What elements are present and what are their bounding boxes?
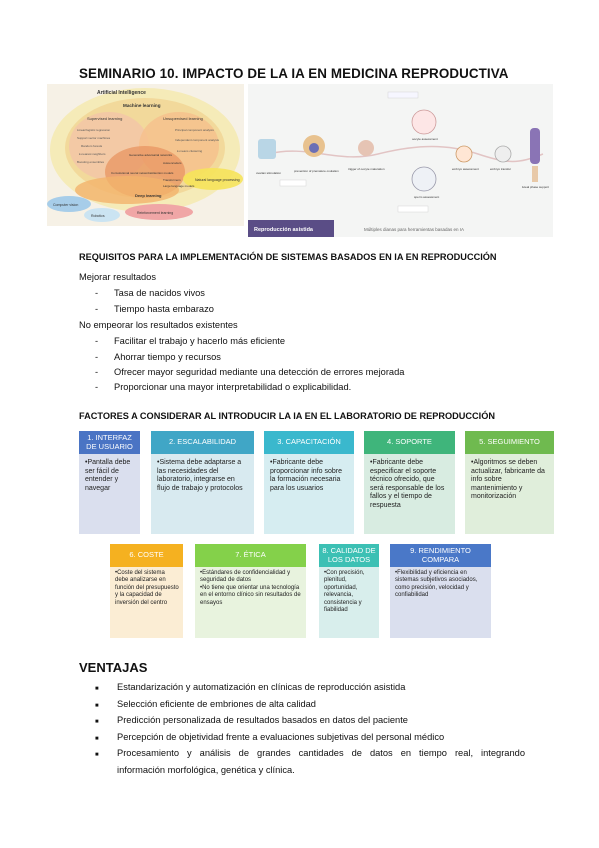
- venn-item: Attention models: [151, 171, 174, 175]
- venn-item: Large language models: [163, 184, 195, 188]
- venn-label-ai: Artificial Intelligence: [97, 90, 146, 96]
- venn-label-supervised: Supervised learning: [87, 116, 122, 121]
- factor-card-title: 6. COSTE: [110, 544, 183, 567]
- dash-marker: -: [95, 367, 99, 377]
- ai-venn-diagram-figure: Artificial Intelligence Machine learning…: [47, 84, 244, 226]
- advantage-text: Percepción de objetividad frente a evalu…: [117, 731, 445, 742]
- dash-marker: -: [95, 352, 99, 362]
- bullet-square-icon: ■: [95, 686, 99, 692]
- workflow-step: sperm assessment: [414, 195, 439, 199]
- requirements-item: Tiempo hasta embarazo: [114, 304, 214, 314]
- factor-card-capacitacion: 3. CAPACITACIÓN •Fabricante debe proporc…: [264, 431, 354, 534]
- workflow-step: ovarian stimulation: [256, 171, 281, 175]
- dash-marker: -: [95, 304, 99, 314]
- list-item: ■ Predicción personalizada de resultados …: [95, 713, 525, 730]
- list-item: ■ Percepción de objetividad frente a eval…: [95, 730, 525, 747]
- list-item-continuation: información morfológica, genética y clín…: [95, 763, 525, 778]
- venn-item: Transformers: [163, 178, 181, 182]
- advantage-text: Predicción personalizada de resultados b…: [117, 715, 408, 726]
- requirements-item: Tasa de nacidos vivos: [114, 288, 205, 298]
- factor-card-title: 9. RENDIMIENTO COMPARA: [390, 544, 491, 567]
- bullet-square-icon: ■: [95, 719, 99, 726]
- factor-card-seguimiento: 5. SEGUIMIENTO •Algoritmos se deben actu…: [465, 431, 554, 534]
- factor-card-rendimiento: 9. RENDIMIENTO COMPARA •Flexibilidad y e…: [390, 544, 491, 638]
- venn-item: Linear/logistic regression: [77, 128, 111, 132]
- bullet-square-icon: ■: [95, 752, 99, 759]
- factor-card-soporte: 4. SOPORTE •Fabricante debe especificar …: [364, 431, 455, 534]
- venn-item: Principal component analysis: [175, 128, 214, 132]
- venn-label-unsupervised: Unsupervised learning: [163, 116, 203, 121]
- requirements-item: Proporcionar una mayor interpretabilidad…: [114, 382, 352, 392]
- factor-card-body: •Fabricante debe proporcionar info sobre…: [270, 459, 342, 492]
- venn-item: Independent component analysis: [175, 138, 220, 142]
- venn-label-nlp: Natural language processing: [195, 178, 240, 182]
- venn-item: k-means clustering: [177, 149, 203, 153]
- advantage-text: Estandarización y automatización en clín…: [117, 682, 406, 692]
- requirements-item: Ofrecer mayor seguridad mediante una det…: [114, 367, 405, 377]
- factor-card-title: 3. CAPACITACIÓN: [264, 431, 354, 454]
- workflow-step: oocyte assessment: [412, 137, 438, 141]
- factors-heading: FACTORES A CONSIDERAR AL INTRODUCIR LA I…: [79, 411, 496, 421]
- factor-card-title: 1. INTERFAZ DE USUARIO: [79, 431, 140, 454]
- venn-item: Boosting ensembles: [77, 160, 105, 164]
- advantages-list: ■ Estandarización y automatización en clí…: [95, 680, 525, 778]
- factor-card-escalabilidad: 2. ESCALABILIDAD •Sistema debe adaptarse…: [151, 431, 254, 534]
- factor-card-coste: 6. COSTE •Coste del sistema debe analiza…: [110, 544, 183, 638]
- requirements-heading: REQUISITOS PARA LA IMPLEMENTACIÓN DE SIS…: [79, 252, 497, 262]
- page-title: SEMINARIO 10. IMPACTO DE LA IA EN MEDICI…: [79, 66, 509, 81]
- factor-card-title: 5. SEGUIMIENTO: [465, 431, 554, 454]
- workflow-step: luteal phase support: [522, 185, 549, 189]
- factor-card-title: 4. SOPORTE: [364, 431, 455, 454]
- venn-label-deep: Deep learning: [135, 193, 162, 198]
- factor-card-title: 8. CALIDAD DE LOS DATOS: [319, 544, 379, 567]
- workflow-step: embryo assessment: [452, 167, 479, 171]
- factor-card-calidad-datos: 8. CALIDAD DE LOS DATOS •Con precisión, …: [319, 544, 379, 638]
- factor-card-body: •Coste del sistema debe analizarse en fu…: [115, 570, 179, 606]
- list-item: ■ Procesamiento y análisis de grandes can…: [95, 746, 525, 763]
- factor-card-title: 7. ÉTICA: [195, 544, 306, 567]
- workflow-step: trigger of oocyte maturation: [348, 167, 385, 171]
- workflow-step: embryo transfer: [490, 167, 511, 171]
- venn-label-cv: Computer vision: [53, 203, 78, 207]
- advantage-text: Selección eficiente de embriones de alta…: [117, 698, 316, 709]
- advantages-heading: VENTAJAS: [79, 660, 148, 675]
- list-item: ■ Estandarización y automatización en clí…: [95, 680, 525, 697]
- factor-card-body: •Fabricante debe especificar el soporte …: [370, 459, 445, 509]
- factor-card-title: 2. ESCALABILIDAD: [151, 431, 254, 454]
- factor-card-body: •Algoritmos se deben actualizar, fabrica…: [471, 459, 545, 501]
- advantage-text: Procesamiento y análisis de grandes cant…: [117, 748, 525, 759]
- factor-card-body: •Con precisión, plenitud, oportunidad, r…: [324, 570, 365, 614]
- venn-item: k-nearest neighbors: [79, 152, 106, 156]
- venn-label-ml: Machine learning: [123, 103, 161, 108]
- factor-card-body: •Pantalla debe ser fácil de entender y n…: [85, 459, 131, 492]
- bullet-square-icon: ■: [95, 735, 99, 742]
- factor-card-interfaz: 1. INTERFAZ DE USUARIO •Pantalla debe se…: [79, 431, 140, 534]
- venn-item: Generative adversarial networks: [129, 153, 173, 157]
- dash-marker: -: [95, 382, 99, 392]
- factor-card-body: •Estándares de confidencialidad y seguri…: [200, 570, 301, 606]
- venn-item: Random forests: [81, 144, 103, 148]
- dash-marker: -: [95, 336, 99, 346]
- advantage-text: información morfológica, genética y clín…: [117, 764, 295, 775]
- requirements-group-label: Mejorar resultados: [79, 272, 156, 282]
- workflow-step: prevention of premature ovulation: [294, 169, 339, 173]
- requirements-item: Ahorrar tiempo y recursos: [114, 352, 221, 362]
- list-item: ■ Selección eficiente de embriones de alt…: [95, 697, 525, 714]
- requirements-item: Facilitar el trabajo y hacerlo más efici…: [114, 336, 286, 346]
- factor-card-body: •Flexibilidad y eficiencia en sistemas s…: [395, 570, 478, 599]
- venn-item: Convolutional neural networks: [111, 171, 152, 175]
- bullet-square-icon: ■: [95, 702, 99, 709]
- factor-card-body: •Sistema debe adaptarse a las necesidade…: [157, 459, 243, 492]
- workflow-footer-label: Reproducción asistida: [254, 227, 314, 233]
- dash-marker: -: [95, 288, 99, 298]
- requirements-group-label: No empeorar los resultados existentes: [79, 320, 238, 330]
- venn-label-robotics: Robotics: [91, 214, 105, 218]
- venn-label-rl: Reinforcement learning: [137, 211, 173, 215]
- assisted-reproduction-figure: ovarian stimulation prevention of premat…: [248, 84, 553, 237]
- venn-item: Support vector machines: [77, 136, 111, 140]
- factor-card-etica: 7. ÉTICA •Estándares de confidencialidad…: [195, 544, 306, 638]
- venn-item: Autoencoders: [163, 161, 182, 165]
- workflow-footer-text: Múltiples dianas para herramientas basad…: [364, 227, 464, 232]
